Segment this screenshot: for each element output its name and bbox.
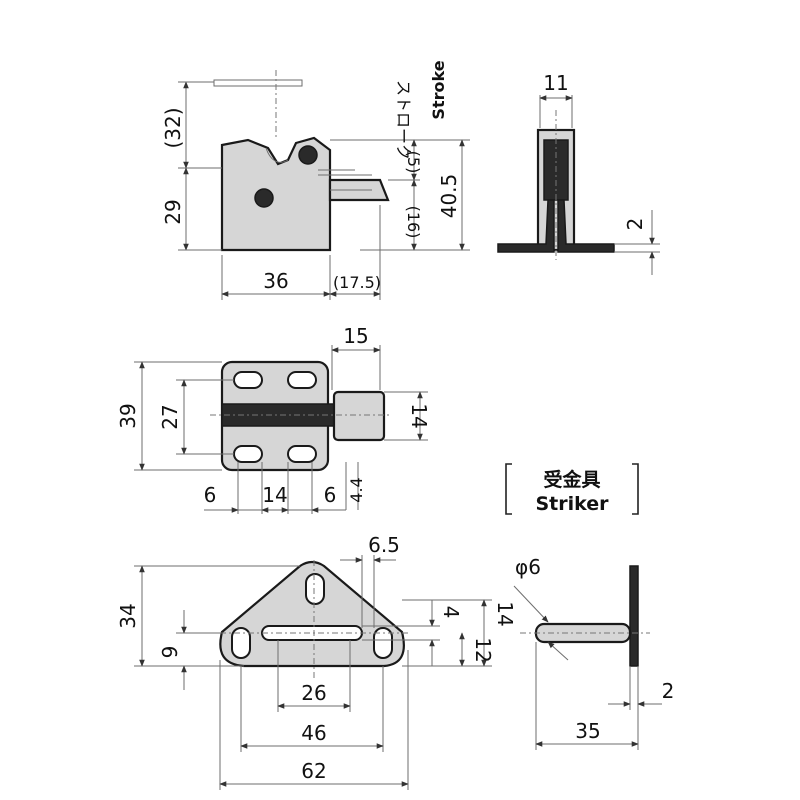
- latch-side-view: 11 2: [497, 71, 660, 275]
- dim-34: 34: [116, 603, 140, 628]
- latch-front-view: [213, 70, 390, 252]
- dim-5: (5): [404, 151, 423, 174]
- latch-front-dims: (32) 29 36 (17.5) (5) (16) ストローク Stroke …: [161, 60, 470, 300]
- striker-hole-right: [373, 627, 393, 659]
- latch-body: [220, 136, 332, 252]
- dim-35: 35: [575, 719, 600, 743]
- dim-phi6: φ6: [515, 555, 541, 579]
- dim-17-5: (17.5): [333, 273, 381, 292]
- latch-top-dims: 15 39 27 14 6 14 6 4.4: [116, 324, 431, 514]
- dim-6-right: 6: [324, 483, 337, 507]
- dim-4-4: 4.4: [347, 477, 366, 502]
- slot-hole: [233, 371, 263, 389]
- dim-40-5: 40.5: [437, 174, 461, 219]
- slot-edge: [265, 147, 289, 163]
- rivet-hole: [254, 188, 274, 208]
- striker-label-en: Striker: [535, 493, 609, 515]
- striker-hole-top: [305, 573, 325, 605]
- dim-29: 29: [161, 199, 185, 224]
- rivet-hole: [298, 145, 318, 165]
- dim-2-top: 2: [623, 218, 647, 231]
- dim-36: 36: [263, 269, 288, 293]
- dim-32: (32): [161, 107, 185, 148]
- dim-9: 9: [158, 646, 182, 659]
- dim-39: 39: [116, 403, 140, 428]
- striker-side-dims: φ6 35 2: [513, 555, 675, 750]
- striker-side-plate: [629, 565, 639, 667]
- dim-6-5: 6.5: [368, 533, 400, 557]
- striker-label-jp: 受金具: [543, 468, 600, 491]
- slot-hole: [287, 445, 317, 463]
- plunger-ghost: [213, 79, 303, 87]
- striker-side-view: [520, 565, 650, 667]
- dim-27: 27: [158, 404, 182, 429]
- dim-14-striker: 14: [493, 601, 517, 626]
- dim-46: 46: [301, 721, 326, 745]
- striker-front-view: [219, 560, 410, 680]
- striker-front-dims: 6.5 34 9 4 12 14 26 46: [116, 533, 517, 790]
- dim-12: 12: [471, 637, 495, 662]
- dim-16: (16): [404, 206, 423, 239]
- dim-15: 15: [343, 324, 368, 348]
- dim-62: 62: [301, 759, 326, 783]
- dim-11: 11: [543, 71, 568, 95]
- bolt-knob: [332, 390, 386, 442]
- striker-hole-left: [231, 627, 251, 659]
- latch-top-view: [210, 360, 392, 472]
- striker-label: 受金具 Striker: [505, 463, 639, 515]
- dim-26: 26: [301, 681, 326, 705]
- dim-14-right: 14: [407, 403, 431, 428]
- side-flange-left: [497, 199, 555, 253]
- slot-hole: [233, 445, 263, 463]
- dim-14-bottom: 14: [262, 483, 287, 507]
- dim-4: 4: [439, 606, 463, 619]
- dim-6-left: 6: [204, 483, 217, 507]
- slot-hole: [287, 371, 317, 389]
- stroke-jp-label: ストローク: [394, 80, 413, 160]
- dim-2-striker: 2: [662, 679, 675, 703]
- stroke-en-label: Stroke: [429, 60, 448, 119]
